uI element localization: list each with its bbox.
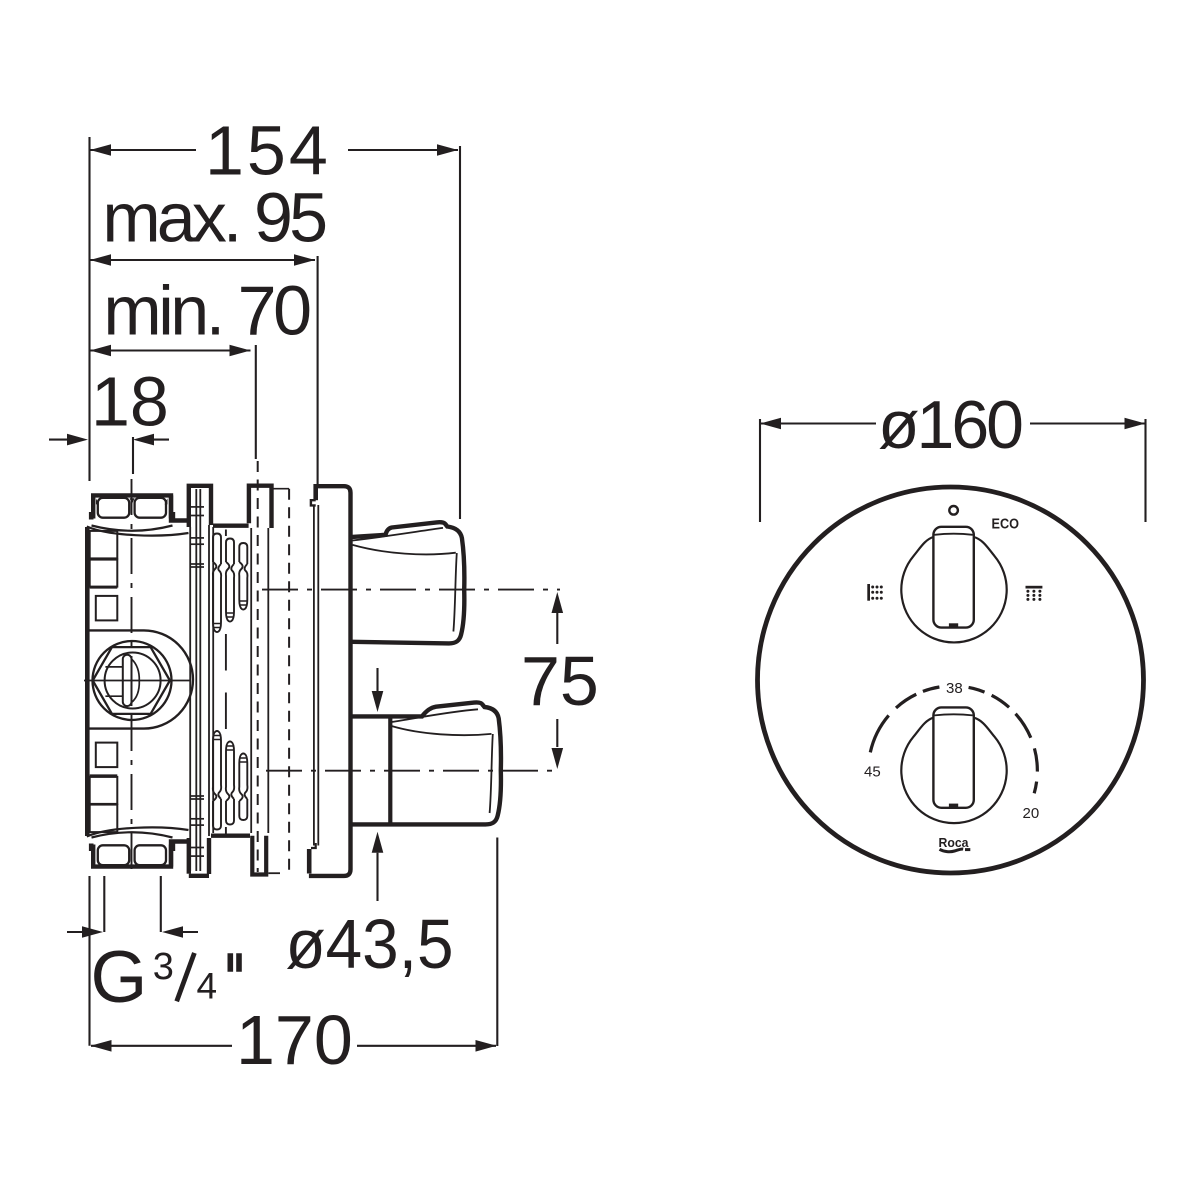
svg-text:Roca: Roca bbox=[939, 836, 970, 850]
svg-text:154: 154 bbox=[205, 112, 331, 190]
svg-text:170: 170 bbox=[236, 1001, 353, 1079]
svg-text:20: 20 bbox=[1023, 805, 1040, 822]
svg-text:min. 70: min. 70 bbox=[103, 272, 312, 350]
svg-text:38: 38 bbox=[946, 680, 963, 697]
svg-text:ECO: ECO bbox=[992, 517, 1020, 533]
svg-text:3: 3 bbox=[153, 946, 174, 988]
svg-text:45: 45 bbox=[864, 764, 881, 781]
svg-text:75: 75 bbox=[521, 642, 599, 720]
svg-text:4: 4 bbox=[197, 966, 218, 1007]
svg-text:18: 18 bbox=[91, 362, 169, 440]
svg-text:max. 95: max. 95 bbox=[102, 179, 328, 257]
svg-text:ø43,5: ø43,5 bbox=[286, 905, 454, 983]
svg-text:G: G bbox=[91, 937, 148, 1018]
svg-text:ø160: ø160 bbox=[878, 387, 1024, 463]
